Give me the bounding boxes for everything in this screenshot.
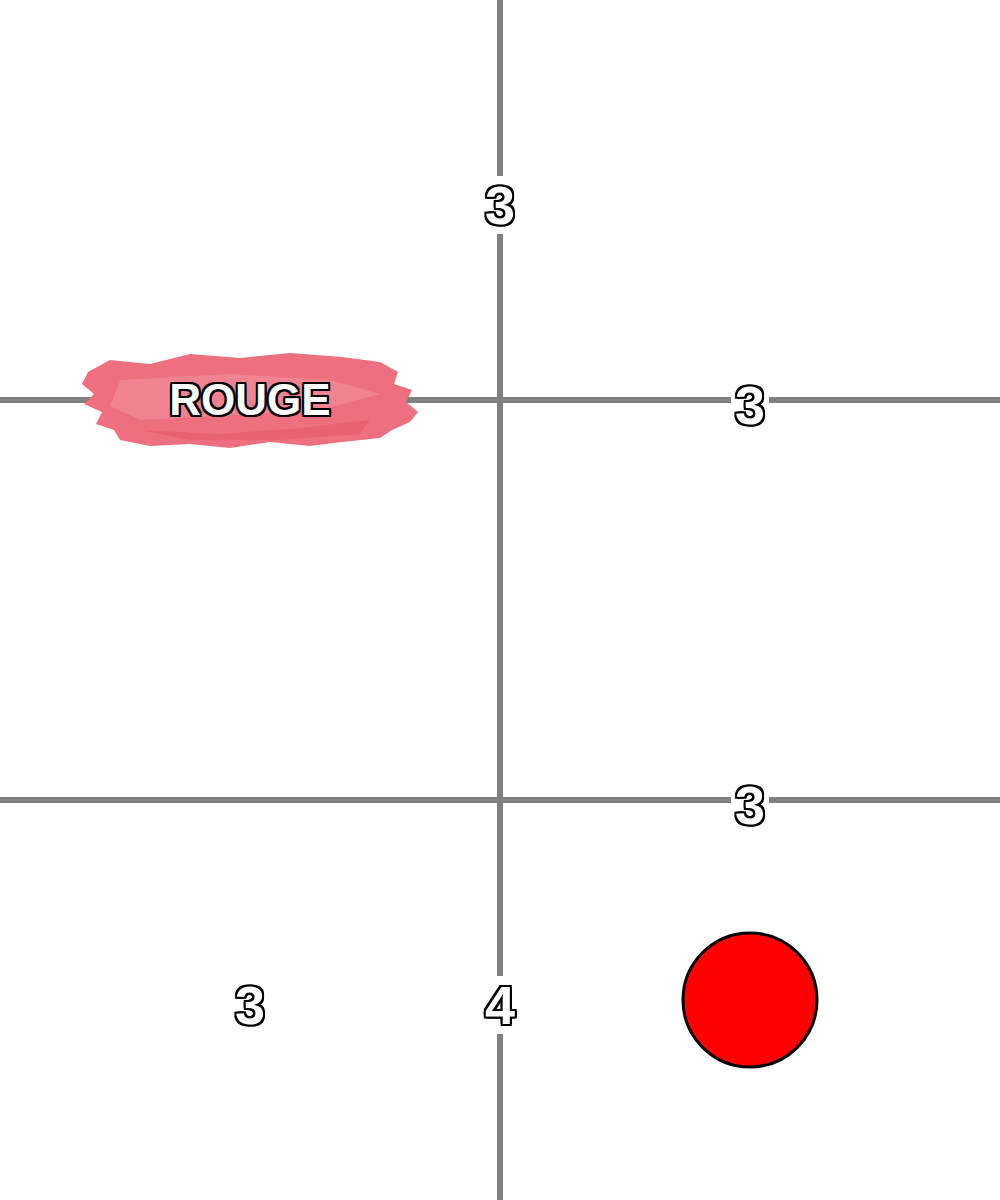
- callout-number: 3: [731, 776, 769, 834]
- paint-brush-label: ROUGE: [80, 350, 420, 450]
- callout-number: 3: [231, 976, 269, 1034]
- grid-line: [0, 797, 1000, 803]
- label-text: ROUGE: [169, 378, 330, 422]
- callout-number: 3: [481, 176, 519, 234]
- brush-fill: [82, 353, 418, 448]
- callout-number: 3: [731, 376, 769, 434]
- brush-shade: [140, 420, 370, 440]
- callout-number: 4: [481, 976, 519, 1034]
- red-disc: [683, 933, 817, 1067]
